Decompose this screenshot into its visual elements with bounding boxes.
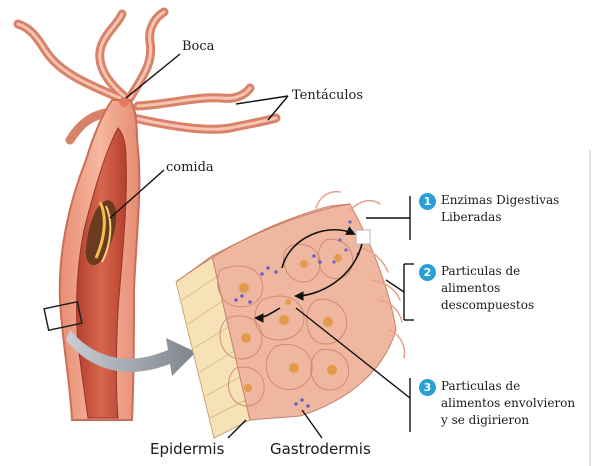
label-gastrodermis: Gastrodermis [270, 440, 371, 458]
step-2: 2 Particulas de alimentos descompuestos [419, 263, 534, 314]
label-tentaculos: Tentáculos [292, 88, 363, 103]
label-epidermis: Epidermis [150, 440, 224, 458]
step-1-text: Enzimas Digestivas Liberadas [441, 192, 559, 226]
label-comida: comida [166, 160, 214, 175]
step-2-badge: 2 [419, 264, 436, 281]
step-2-text: Particulas de alimentos descompuestos [441, 263, 534, 314]
step-3-text: Particulas de alimentos envolvieron y se… [441, 378, 575, 429]
step-1-badge: 1 [419, 193, 436, 210]
label-boca: Boca [182, 39, 214, 54]
step-3-badge: 3 [419, 379, 436, 396]
tissue-section [176, 192, 404, 438]
mouth [119, 97, 129, 107]
step-3: 3 Particulas de alimentos envolvieron y … [419, 378, 575, 429]
step-1: 1 Enzimas Digestivas Liberadas [419, 192, 559, 226]
